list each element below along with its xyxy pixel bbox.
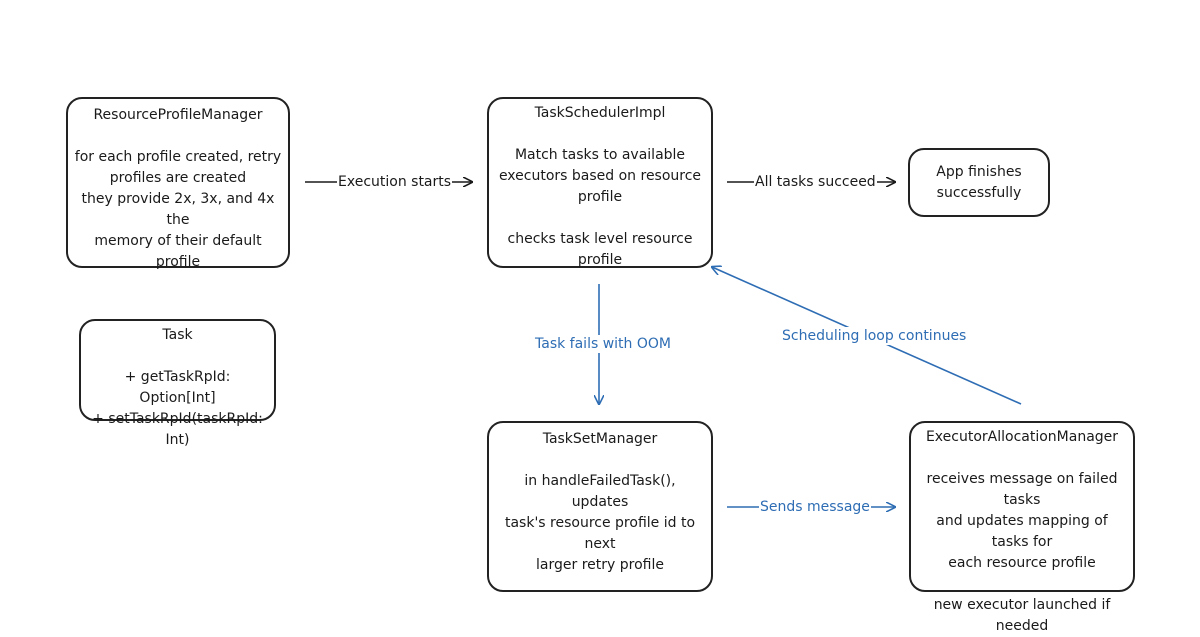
node-text-line: + setTaskRpId(taskRpId: Int) (92, 411, 263, 448)
node-text-line: each resource profile (948, 555, 1096, 571)
node-text-line: they provide 2x, 3x, and 4x the (81, 191, 275, 228)
node-text-line: profile (577, 189, 623, 205)
node-text-line: memory of their default profile (94, 233, 262, 270)
node-title: TaskSchedulerImpl (534, 105, 666, 121)
node-task-scheduler-impl: TaskSchedulerImpl Match tasks to availab… (487, 97, 713, 268)
node-spacer (495, 208, 705, 229)
node-text-line: new executor launched if needed (933, 597, 1111, 634)
node-title: ExecutorAllocationManager (925, 429, 1119, 445)
node-text-line: Match tasks to available (514, 147, 686, 163)
node-text-line: profiles are created (109, 170, 247, 186)
edge-label-sends-message: Sends message (759, 498, 871, 516)
node-app-finishes: App finishes successfully (908, 148, 1050, 217)
node-text-line: task's resource profile id to next (504, 515, 696, 552)
node-text-line: executors based on resource (498, 168, 702, 184)
edge-label-all-tasks-succeed: All tasks succeed (754, 173, 877, 191)
node-text-line: + getTaskRpId: Option[Int] (124, 369, 231, 406)
node-executor-allocation-manager: ExecutorAllocationManager receives messa… (909, 421, 1135, 634)
node-task-set-manager: TaskSetManager in handleFailedTask(), up… (487, 421, 713, 592)
edge-label-task-fails-oom: Task fails with OOM (534, 335, 672, 353)
edge-label-execution-starts: Execution starts (337, 173, 453, 191)
node-spacer (917, 574, 1127, 595)
node-text-line: checks task level resource profile (507, 231, 693, 268)
node-resource-profile-manager: ResourceProfileManager for each profile … (66, 97, 290, 270)
node-text-line: App finishes (936, 164, 1022, 180)
edge-label-scheduling-loop: Scheduling loop continues (781, 327, 968, 345)
node-title: ResourceProfileManager (93, 107, 263, 123)
node-title: TaskSetManager (542, 431, 658, 447)
node-text-line: in handleFailedTask(), updates (524, 473, 676, 510)
node-text-line: successfully (936, 185, 1022, 201)
node-task: Task + getTaskRpId: Option[Int] + setTas… (79, 319, 276, 448)
node-text-line: for each profile created, retry (74, 149, 282, 165)
node-text-line: larger retry profile (536, 557, 664, 573)
node-text-line: receives message on failed tasks (926, 471, 1118, 508)
node-text-line: and updates mapping of tasks for (936, 513, 1108, 550)
node-title: Task (162, 327, 193, 343)
